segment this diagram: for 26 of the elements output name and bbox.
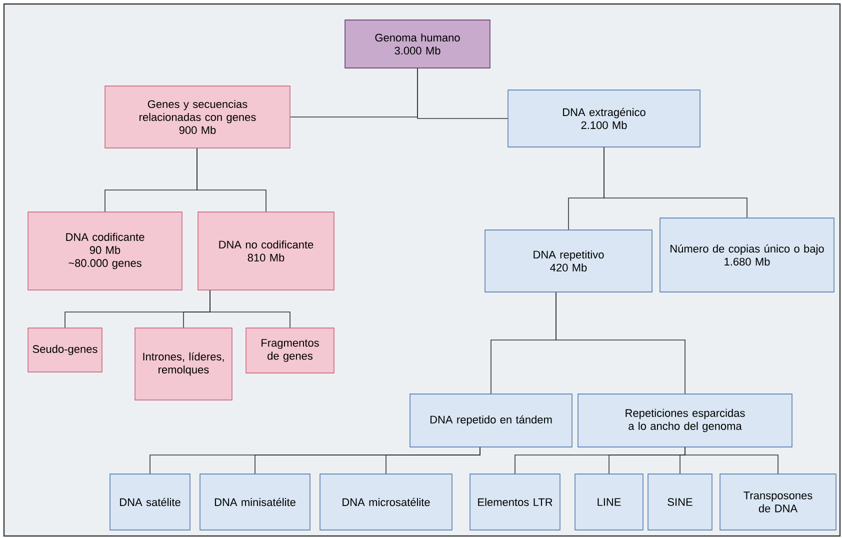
connector-line	[196, 148, 266, 212]
category-box: DNA codificante 90 Mb ~80.000 genes	[28, 212, 182, 290]
category-box: DNA extragénico 2.100 Mb	[508, 90, 700, 148]
category-box: DNA satélite	[110, 474, 190, 530]
category-box: Número de copias único o bajo 1.680 Mb	[660, 218, 834, 292]
connector-line	[556, 292, 686, 394]
connector-line	[604, 146, 748, 218]
category-box: Transposones de DNA	[720, 474, 836, 530]
connector-line	[684, 446, 778, 474]
connector-line	[210, 290, 290, 328]
connector-line	[386, 446, 480, 474]
category-box: DNA microsatélite	[320, 474, 452, 530]
category-box: LINE	[574, 474, 644, 530]
category-box: Repeticiones esparcidas a lo ancho del genoma	[578, 394, 792, 448]
connector-line	[417, 68, 508, 119]
category-box: DNA repetido en tándem	[410, 394, 572, 448]
category-box: DNA no codificante 810 Mb	[198, 212, 334, 290]
root-box: Genoma humano 3.000 Mb	[344, 20, 490, 68]
category-box: DNA repetitivo 420 Mb	[484, 230, 652, 292]
category-box: Fragmentos de genes	[246, 328, 334, 374]
category-box: Elementos LTR	[470, 474, 560, 530]
category-box: SINE	[648, 474, 712, 530]
category-box: DNA minisatélite	[200, 474, 310, 530]
category-box: Genes y secuencias relacionadas con genes 900 Mb	[104, 86, 290, 148]
category-box: Seudo-genes	[28, 328, 102, 372]
category-box: Intrones, líderes, remolques	[134, 328, 232, 400]
